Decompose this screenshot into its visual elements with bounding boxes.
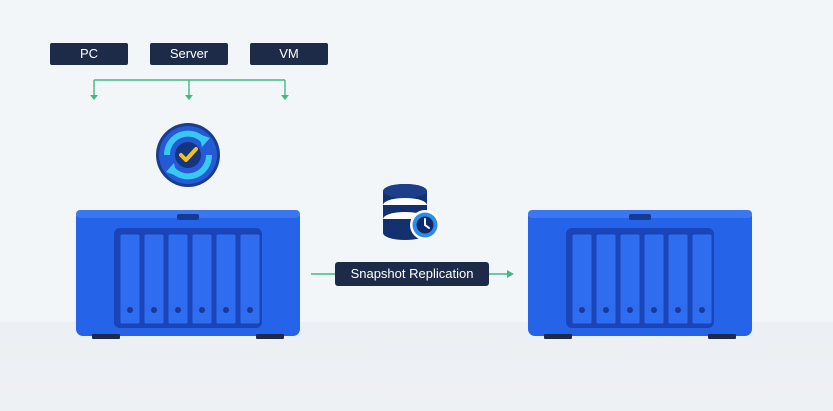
database-clock-icon [379, 183, 447, 245]
source-label-pc: PC [50, 43, 128, 65]
floor-shadow [0, 322, 833, 411]
source-label-vm: VM [250, 43, 328, 65]
arrow-head [185, 95, 193, 100]
arrow-head [281, 95, 289, 100]
source-label-server: Server [150, 43, 228, 65]
arrow-head [507, 270, 514, 278]
backup-check-icon [155, 122, 221, 188]
arrow-head [90, 95, 98, 100]
nas-device-source [76, 210, 300, 340]
snapshot-replication-label: Snapshot Replication [335, 262, 489, 286]
nas-device-target [528, 210, 752, 340]
